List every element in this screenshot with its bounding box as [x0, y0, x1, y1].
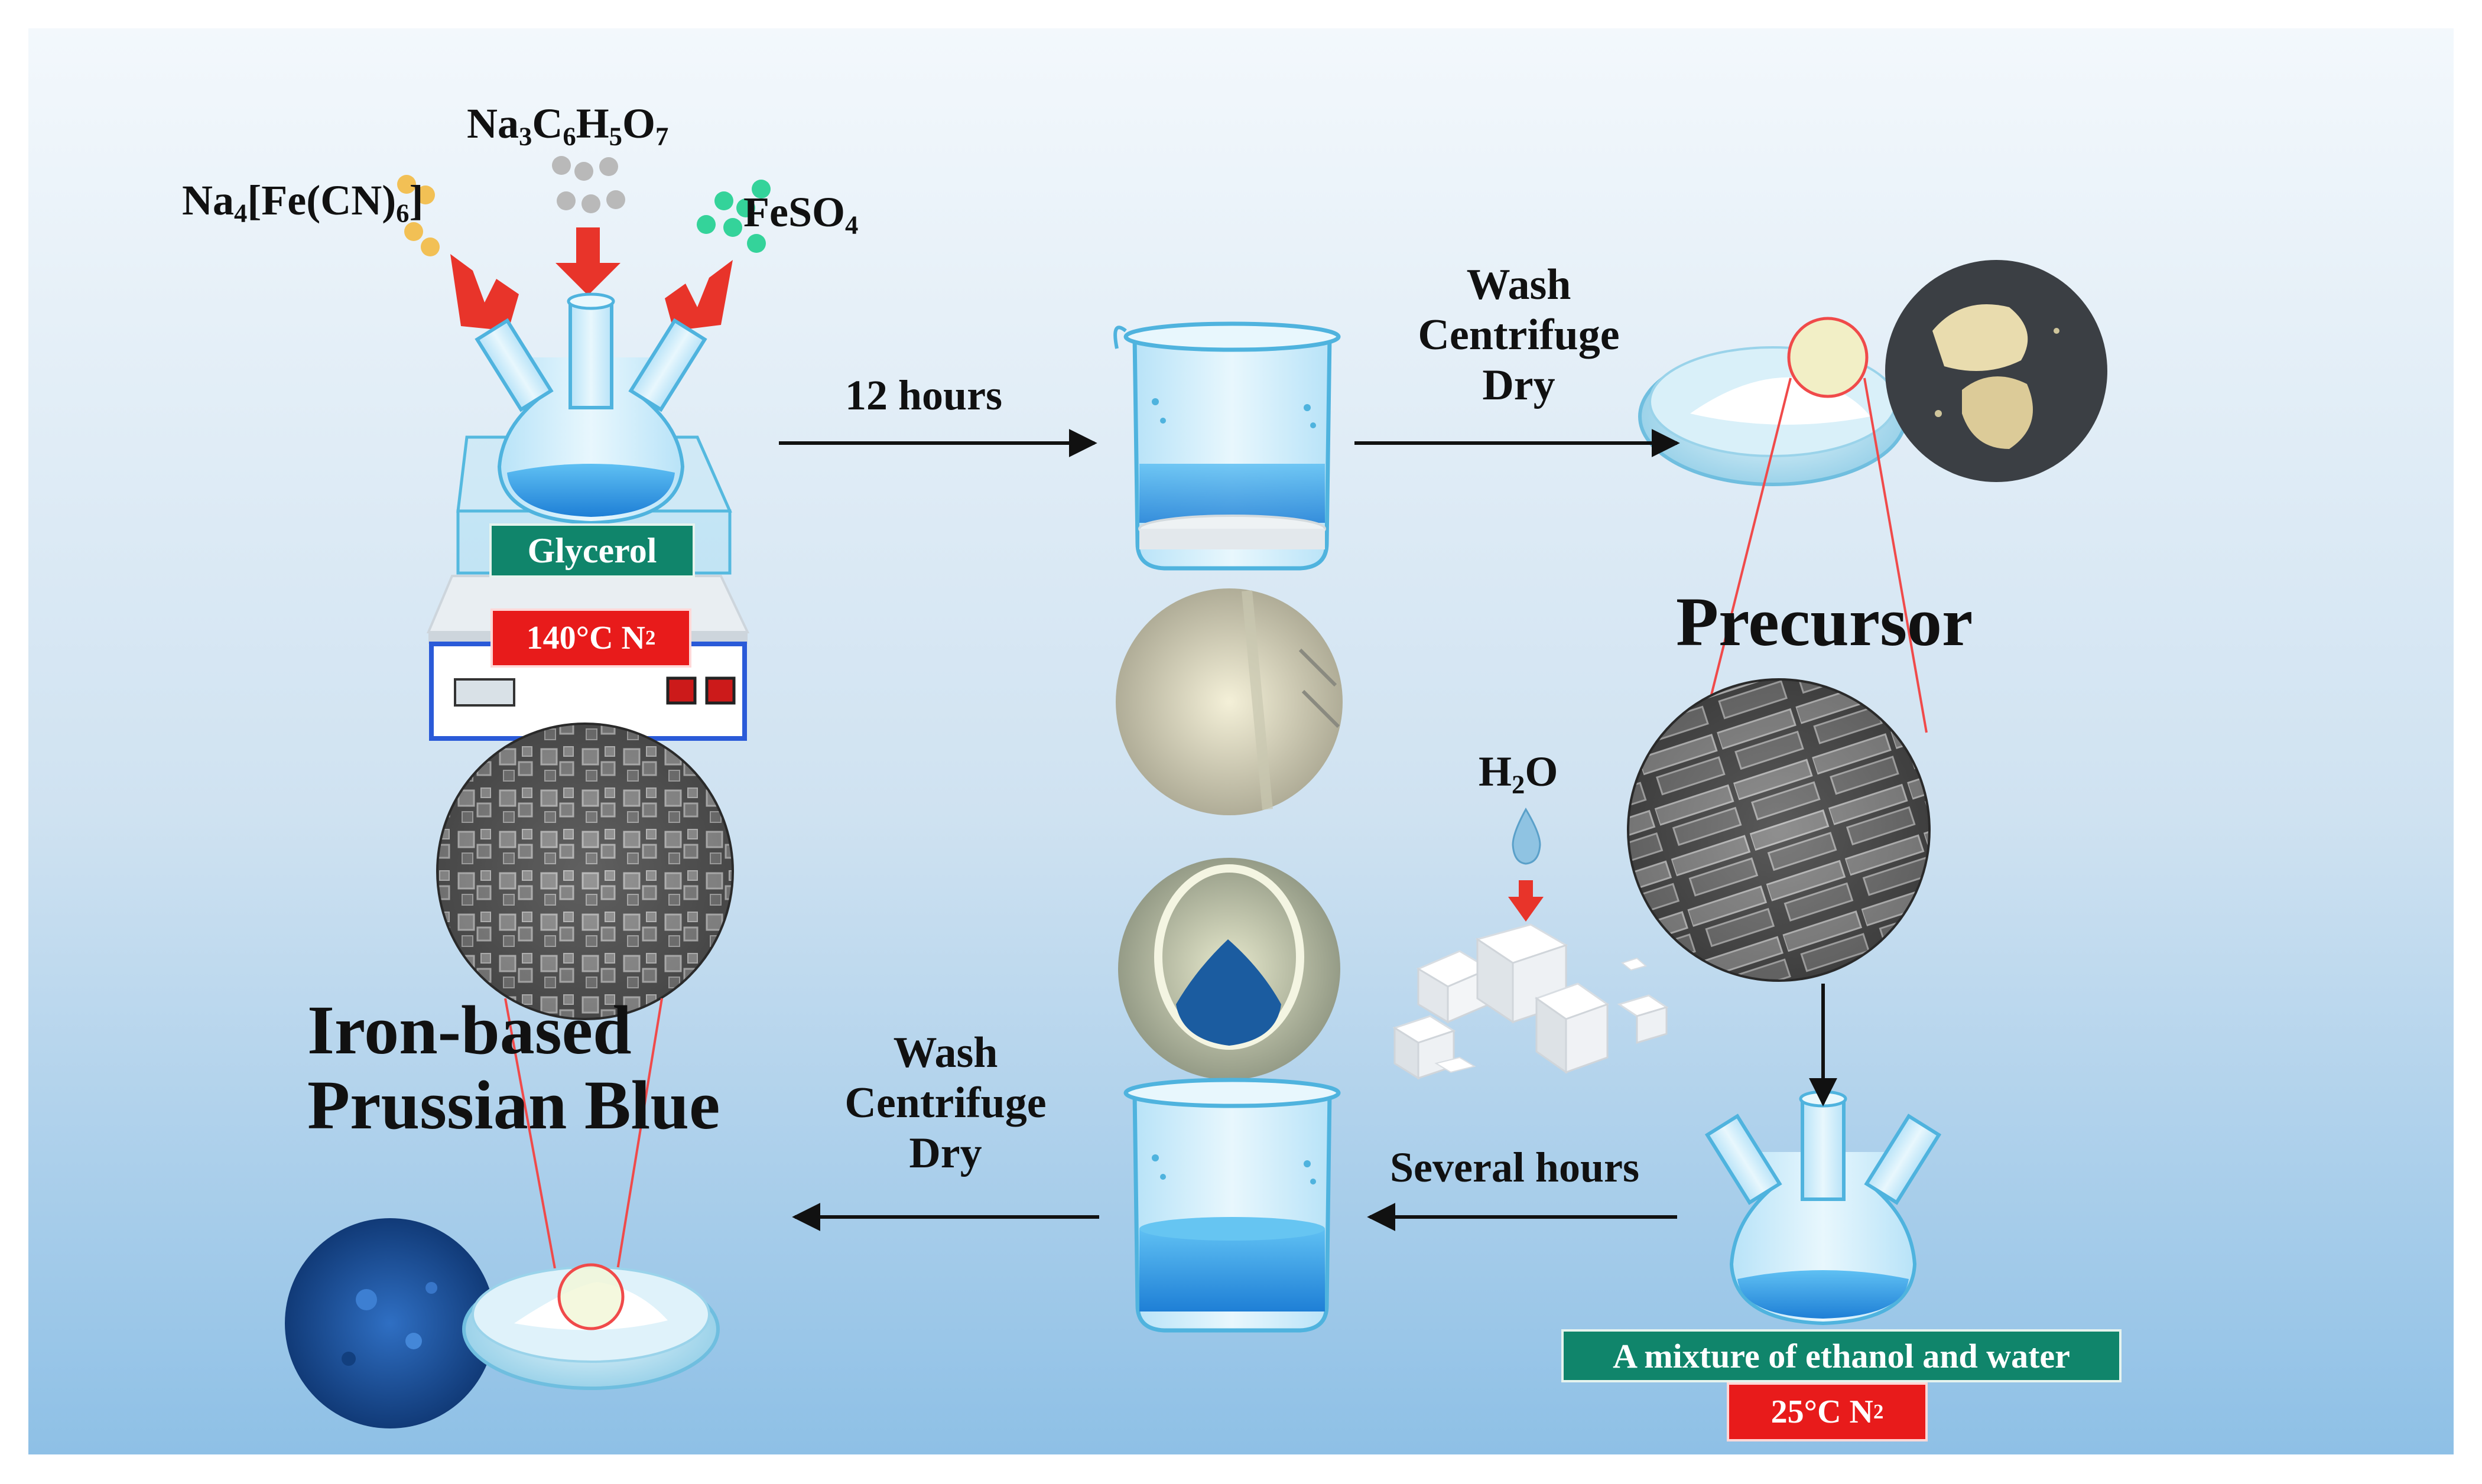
ice-cubes-cluster [1392, 923, 1669, 1080]
zoom-lines-precursor [1701, 377, 1928, 733]
precursor-petri-dish [1638, 317, 1908, 486]
workup-steps-top: Wash Centrifuge Dry [1365, 260, 1672, 411]
blue-droplet-photo [1118, 858, 1340, 1080]
reaction-beaker [1113, 321, 1341, 571]
workup-top-wash: Wash [1466, 261, 1571, 309]
prussian-blue-powder-photo [285, 1218, 495, 1428]
sem-image-precursor [1627, 678, 1931, 982]
water-droplet-icon [1508, 807, 1544, 922]
workup-bottom-dry: Dry [909, 1129, 982, 1178]
product-beaker [1123, 1078, 1341, 1333]
workup-steps-bottom: Wash Centrifuge Dry [792, 1028, 1099, 1179]
reaction-time-label: 12 hours [845, 372, 1003, 419]
reagent-label-sodium-ferrocyanide: Na4[Fe(CN)6] [182, 177, 424, 228]
reagent-label-ferrous-sulfate: FeSO4 [743, 188, 859, 240]
conversion-time-label: Several hours [1390, 1144, 1639, 1191]
precursor-title: Precursor [1676, 583, 1973, 660]
reagent-particles [397, 156, 771, 256]
water-label: H2O [1479, 748, 1558, 799]
ethanol-water-solvent-tag: A mixture of ethanol and water [1561, 1329, 2122, 1382]
product-title: Iron-based Prussian Blue [307, 992, 720, 1143]
precursor-powder-photo [1885, 260, 2107, 482]
reagent-label-sodium-citrate: Na3C6H5O7 [467, 100, 669, 151]
workup-bottom-centrifuge: Centrifuge [844, 1079, 1047, 1128]
workup-top-centrifuge: Centrifuge [1418, 311, 1620, 360]
product-petri-dish [462, 1263, 720, 1390]
workup-top-dry: Dry [1482, 361, 1555, 410]
product-title-line1: Iron-based [307, 991, 632, 1069]
glycerol-solvent-tag: Glycerol [489, 523, 695, 578]
three-neck-flask-bottom [1704, 1090, 1942, 1326]
workup-bottom-wash: Wash [893, 1029, 998, 1077]
reagent-addition-arrows [450, 227, 733, 331]
zoom-lines-product [504, 998, 663, 1288]
beige-suspension-photo [1116, 588, 1343, 815]
product-title-line2: Prussian Blue [307, 1066, 720, 1144]
process-arrows [779, 429, 1837, 1231]
sem-image-prussian-blue [436, 723, 734, 1020]
three-neck-flask-top [475, 292, 707, 525]
